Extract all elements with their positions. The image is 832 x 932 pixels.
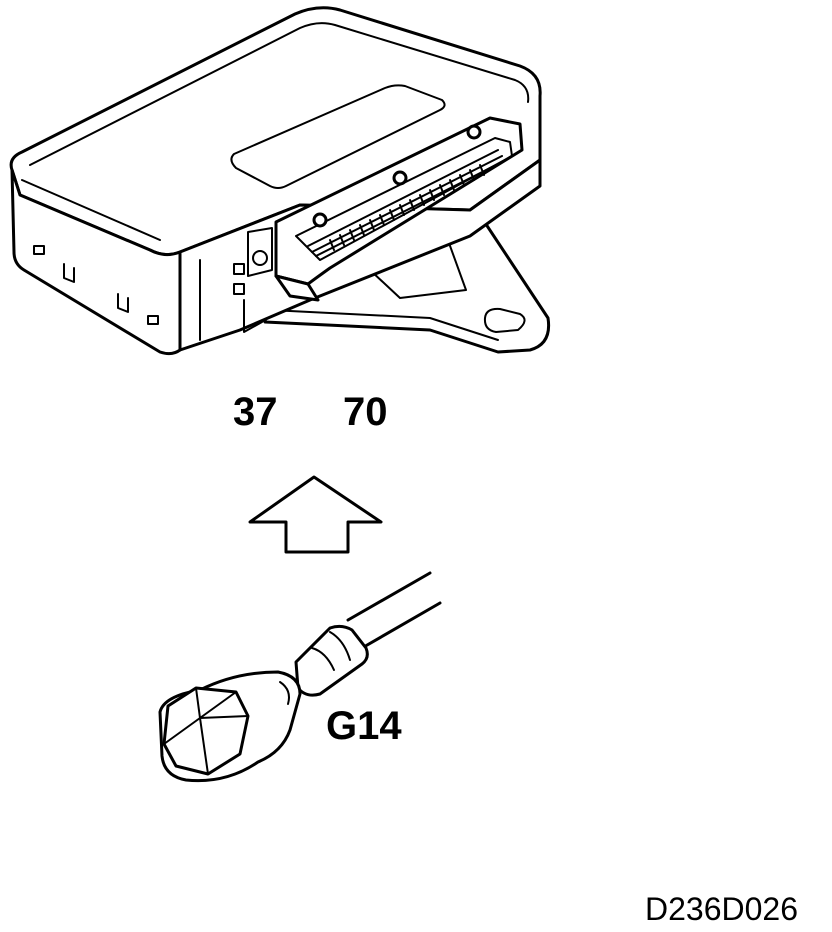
control-module-icon [9,6,551,356]
connector-pin-label-70: 70 [343,390,388,434]
up-arrow-icon [248,475,383,554]
connector-pin-label-37: 37 [233,390,278,434]
ground-point-label: G14 [326,704,402,748]
ground-terminal-icon [158,571,442,783]
figure-reference-code: D236D026 [645,891,798,927]
